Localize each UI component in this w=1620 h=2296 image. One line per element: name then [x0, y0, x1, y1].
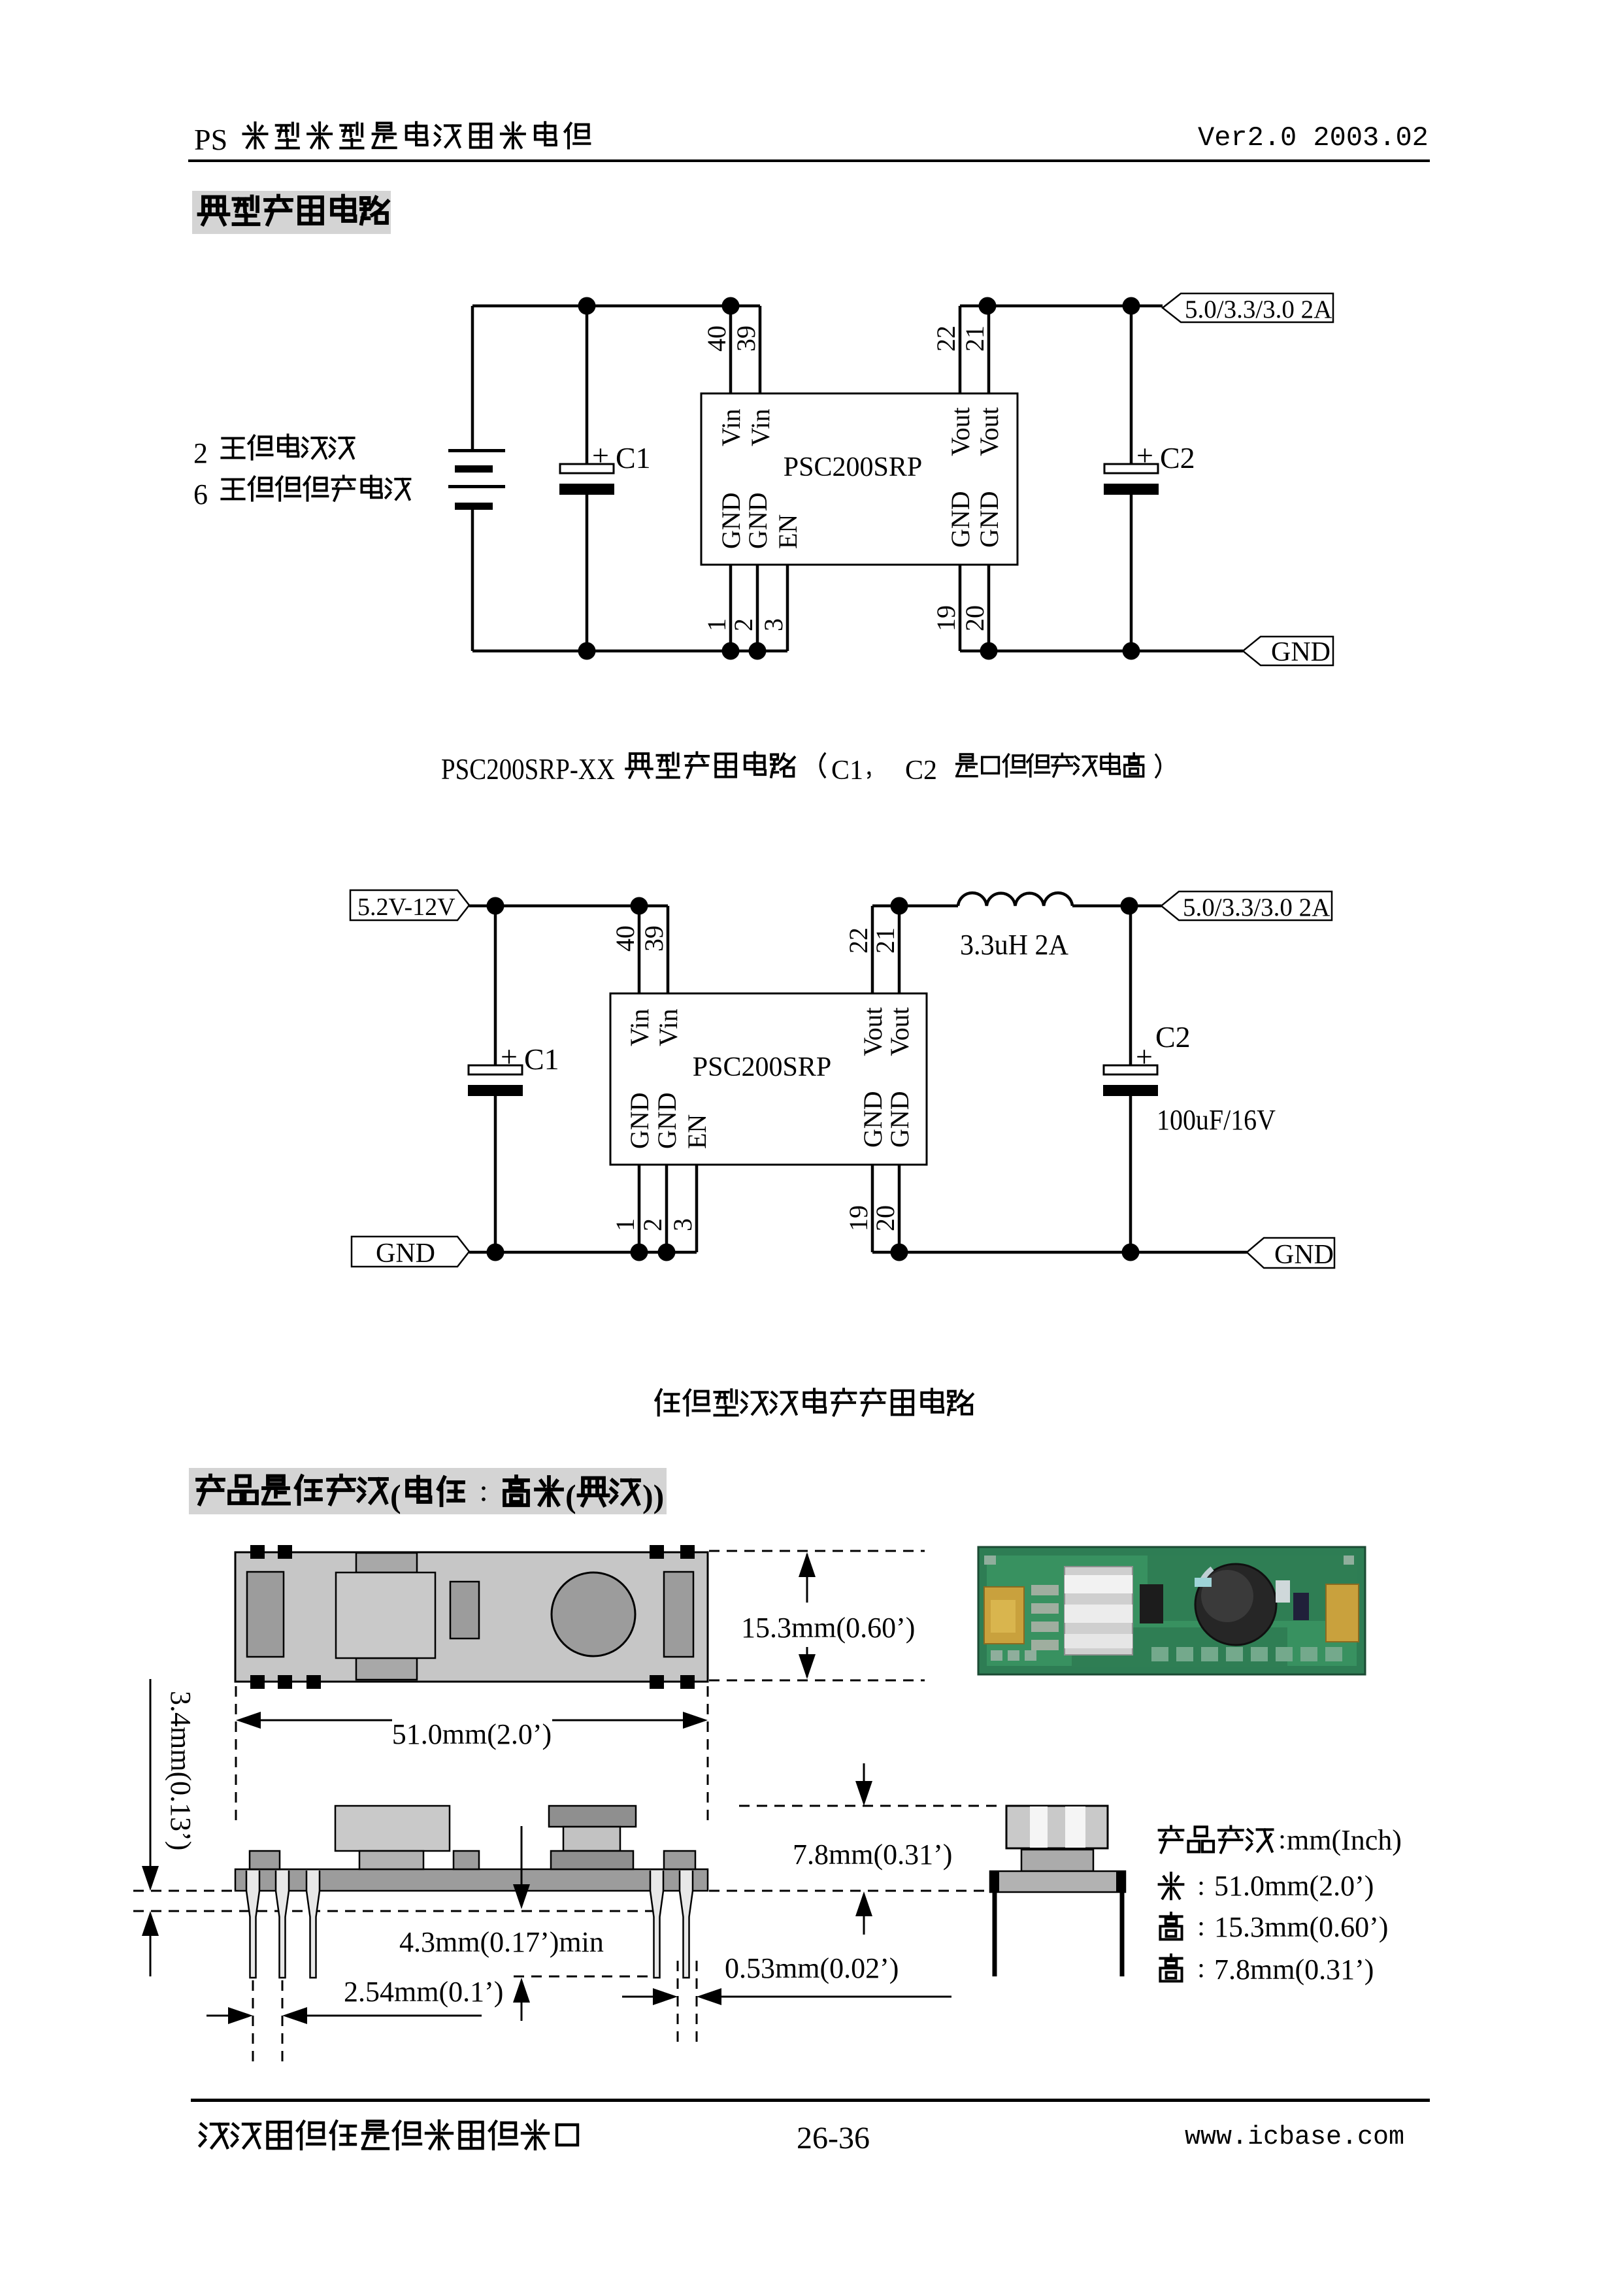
svg-text:19: 19: [844, 1205, 873, 1231]
svg-text:PS: PS: [194, 123, 227, 156]
svg-text:Vin: Vin: [625, 1008, 654, 1046]
svg-text:3: 3: [759, 618, 788, 631]
svg-text:1: 1: [702, 618, 731, 631]
svg-text:C2: C2: [905, 756, 937, 786]
svg-text:2: 2: [193, 437, 208, 469]
svg-text:C1: C1: [831, 756, 863, 786]
svg-text:GND: GND: [974, 491, 1004, 548]
svg-text:C1: C1: [616, 441, 651, 474]
svg-text:GND: GND: [946, 491, 975, 548]
svg-text:Vout: Vout: [974, 407, 1004, 456]
svg-text:Vin: Vin: [653, 1008, 683, 1046]
svg-text:20: 20: [960, 605, 989, 631]
svg-text:GND: GND: [1271, 637, 1331, 667]
svg-text:GND: GND: [625, 1092, 654, 1149]
svg-text:7.8mm(0.31’): 7.8mm(0.31’): [1214, 1954, 1374, 1986]
svg-text:PSC200SRP-XX: PSC200SRP-XX: [441, 752, 615, 786]
svg-text:3.3uH 2A: 3.3uH 2A: [960, 929, 1068, 961]
svg-text:26-36: 26-36: [797, 2121, 870, 2155]
svg-text:+: +: [501, 1040, 518, 1073]
svg-text:Vout: Vout: [946, 407, 975, 456]
svg-text:100uF/16V: 100uF/16V: [1157, 1104, 1276, 1136]
svg-text:Ver2.0 2003.02: Ver2.0 2003.02: [1198, 122, 1429, 154]
svg-text:2.54mm(0.1’): 2.54mm(0.1’): [344, 1976, 503, 2008]
svg-text:C1: C1: [524, 1042, 559, 1076]
svg-text:GND: GND: [885, 1091, 914, 1148]
svg-text:Vin: Vin: [716, 408, 746, 446]
svg-text:21: 21: [960, 325, 989, 352]
svg-text:(: (: [390, 1478, 401, 1514]
svg-text:C2: C2: [1160, 441, 1195, 474]
svg-text:+: +: [1136, 439, 1153, 472]
svg-text:Vin: Vin: [746, 408, 775, 446]
svg-text:Vout: Vout: [885, 1007, 914, 1056]
svg-text:19: 19: [931, 605, 961, 631]
svg-text:GND: GND: [743, 492, 772, 549]
svg-text:39: 39: [731, 325, 761, 352]
svg-text:www.icbase.com: www.icbase.com: [1185, 2123, 1404, 2152]
svg-text:15.3mm(0.60’): 15.3mm(0.60’): [741, 1612, 915, 1644]
svg-text:mm(Inch): mm(Inch): [1287, 1824, 1402, 1856]
svg-text:5.0/3.3/3.0 2A: 5.0/3.3/3.0 2A: [1183, 893, 1330, 922]
svg-text:GND: GND: [376, 1239, 435, 1269]
svg-text:22: 22: [931, 325, 961, 352]
svg-text:PSC200SRP: PSC200SRP: [693, 1052, 831, 1082]
svg-text:(: (: [565, 1478, 576, 1514]
svg-text:7.8mm(0.31’): 7.8mm(0.31’): [793, 1838, 952, 1871]
svg-text:Vout: Vout: [858, 1007, 887, 1056]
svg-text:GND: GND: [858, 1091, 887, 1148]
svg-text:C2: C2: [1155, 1020, 1191, 1054]
svg-text:)): )): [642, 1478, 664, 1514]
svg-text:51.0mm(2.0’): 51.0mm(2.0’): [392, 1718, 552, 1750]
svg-text:PSC200SRP: PSC200SRP: [784, 452, 922, 482]
svg-text:51.0mm(2.0’): 51.0mm(2.0’): [1214, 1870, 1374, 1902]
svg-text:GND: GND: [716, 492, 746, 549]
svg-text:GND: GND: [1274, 1240, 1334, 1270]
svg-text:0.53mm(0.02’): 0.53mm(0.02’): [725, 1952, 899, 1984]
svg-text:3: 3: [668, 1218, 697, 1231]
svg-text:+: +: [592, 439, 609, 472]
svg-text:20: 20: [870, 1205, 900, 1231]
svg-text:3.4mm(0.13’): 3.4mm(0.13’): [165, 1691, 197, 1850]
svg-text:40: 40: [610, 925, 640, 952]
svg-text:4.3mm(0.17’)min: 4.3mm(0.17’)min: [399, 1926, 604, 1958]
svg-text:EN: EN: [682, 1114, 712, 1149]
svg-text:+: +: [1136, 1040, 1153, 1073]
svg-text:2: 2: [729, 618, 758, 631]
svg-text:1: 1: [610, 1218, 640, 1231]
svg-text:6: 6: [193, 478, 208, 510]
svg-text:5.2V-12V: 5.2V-12V: [357, 893, 455, 921]
svg-text:21: 21: [870, 927, 900, 954]
svg-text:39: 39: [639, 925, 669, 952]
svg-text:5.0/3.3/3.0 2A: 5.0/3.3/3.0 2A: [1185, 295, 1332, 324]
svg-text:GND: GND: [652, 1092, 682, 1149]
svg-text:15.3mm(0.60’): 15.3mm(0.60’): [1214, 1911, 1388, 1943]
svg-text:EN: EN: [773, 514, 802, 549]
svg-text:40: 40: [702, 325, 731, 352]
svg-text:22: 22: [844, 927, 873, 954]
svg-text:2: 2: [638, 1218, 667, 1231]
